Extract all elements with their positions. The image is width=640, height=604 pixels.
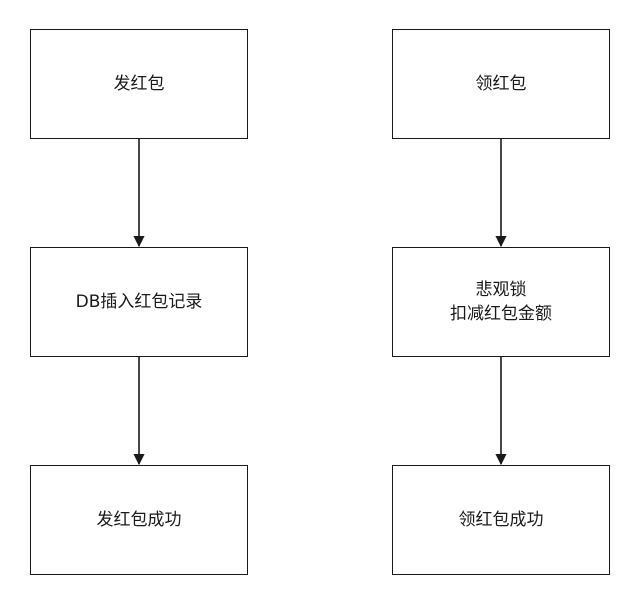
send-step-2-label: DB插入红包记录 <box>75 292 203 312</box>
receive-step-1-box: 领红包 <box>392 29 610 139</box>
receive-step-3-box: 领红包成功 <box>392 465 610 575</box>
receive-step-2-box: 悲观锁 扣减红包金额 <box>392 247 610 357</box>
send-step-3-box: 发红包成功 <box>30 465 248 575</box>
send-step-1-label: 发红包 <box>113 74 165 94</box>
send-step-2-box: DB插入红包记录 <box>30 247 248 357</box>
receive-step-3-label: 领红包成功 <box>458 510 544 530</box>
send-step-1-box: 发红包 <box>30 29 248 139</box>
receive-step-1-label: 领红包 <box>475 74 527 94</box>
send-step-3-label: 发红包成功 <box>96 510 182 530</box>
receive-step-2-line-2: 扣减红包金额 <box>450 304 552 324</box>
receive-step-2-text: 悲观锁 扣减红包金额 <box>450 278 552 326</box>
receive-step-2-line-1: 悲观锁 <box>475 280 527 300</box>
